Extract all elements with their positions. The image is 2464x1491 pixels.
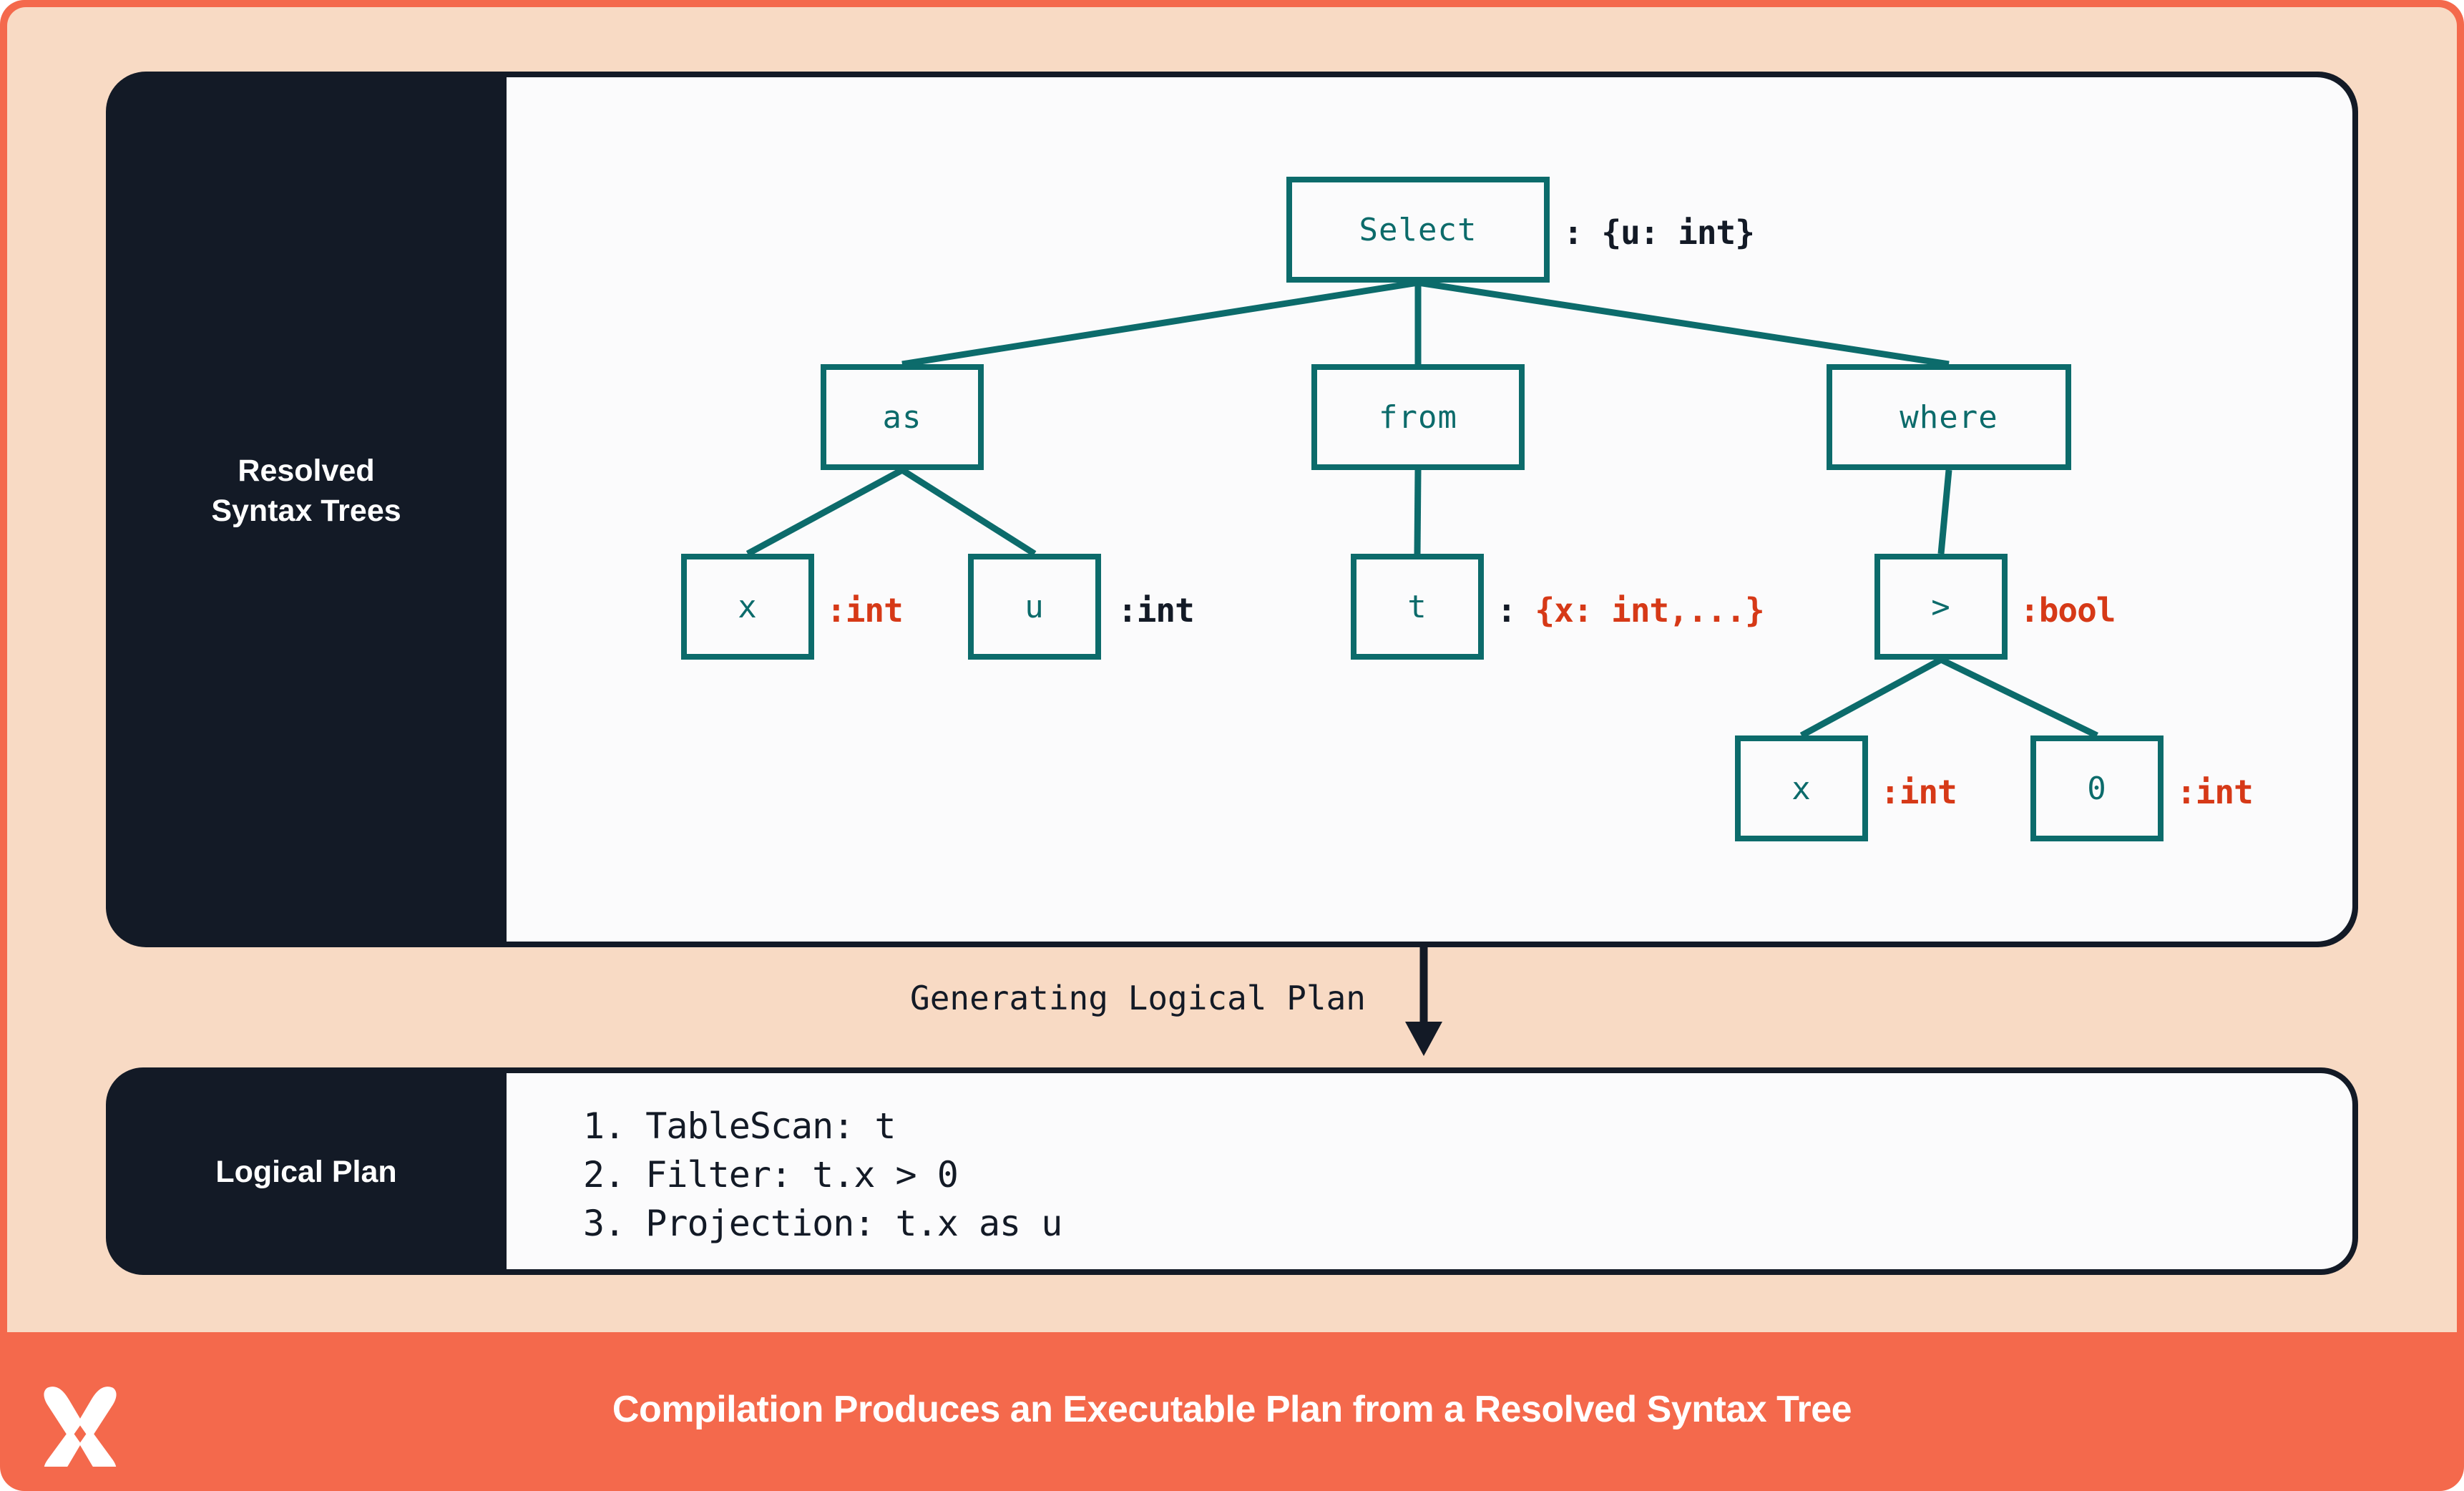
tree-node-from[interactable]: from (1311, 364, 1525, 470)
type-annotation-gt: :bool (2020, 591, 2116, 630)
tree-node-zero[interactable]: 0 (2030, 735, 2164, 841)
tree-node-where[interactable]: where (1827, 364, 2071, 470)
tree-node-select[interactable]: Select (1286, 177, 1550, 283)
type-annotation-x2: :int (1880, 773, 1957, 811)
tree-node-label: x (738, 588, 758, 625)
tree-edge (900, 467, 1037, 557)
tree-edge (745, 467, 904, 557)
footer-title: Compilation Produces an Executable Plan … (612, 1389, 1852, 1430)
tree-node-label: 0 (2087, 770, 2107, 807)
tree-edge (1414, 469, 1422, 554)
tree-node-x1[interactable]: x (681, 554, 814, 660)
tree-node-label: x (1791, 770, 1812, 807)
type-annotation-zero: :int (2176, 773, 2254, 811)
logical-plan-step: 2. Filter: t.x > 0 (583, 1154, 959, 1196)
tree-node-label: u (1025, 588, 1045, 625)
tree-edge (1417, 279, 1950, 368)
logical-plan-card (106, 1067, 2358, 1275)
tree-node-t[interactable]: t (1351, 554, 1484, 660)
brand-x-logo-icon (44, 1387, 117, 1467)
annotation-type: {x: int,...} (1535, 591, 1764, 630)
tree-node-gt[interactable]: > (1874, 554, 2008, 660)
type-annotation-x1: :int (826, 591, 904, 630)
down-arrow-icon (1405, 947, 1442, 1056)
tree-node-label: Select (1359, 211, 1477, 248)
tree-node-label: as (882, 399, 922, 436)
tree-node-label: t (1407, 588, 1427, 625)
tree-node-u[interactable]: u (968, 554, 1101, 660)
syntax-tree-label-line2: Syntax Trees (211, 494, 401, 528)
syntax-tree-label-line1: Resolved (238, 454, 375, 488)
tree-edge (901, 279, 1419, 368)
transition-caption: Generating Logical Plan (910, 979, 1366, 1017)
syntax-tree-card-label: Resolved Syntax Trees (106, 451, 507, 531)
logical-plan-steps: 1. TableScan: t 2. Filter: t.x > 0 3. Proj… (583, 1102, 1062, 1248)
type-annotation-u: :int (1118, 591, 1195, 630)
tree-edge (1799, 657, 1943, 738)
logical-plan-panel (507, 1073, 2352, 1269)
tree-edge (1940, 656, 2098, 739)
logical-plan-step: 1. TableScan: t (583, 1105, 896, 1147)
annotation-prefix: : (1497, 591, 1535, 630)
tree-node-as[interactable]: as (821, 364, 984, 470)
tree-node-label: where (1900, 399, 1998, 436)
type-annotation-select: : {u: int} (1563, 213, 1755, 252)
tree-node-label: > (1931, 588, 1951, 625)
logical-plan-label: Logical Plan (215, 1155, 397, 1189)
tree-node-x2[interactable]: x (1735, 735, 1868, 841)
tree-node-label: from (1379, 399, 1457, 436)
tree-edge (1937, 469, 1952, 554)
logical-plan-step: 3. Projection: t.x as u (583, 1203, 1062, 1244)
type-annotation-t: : {x: int,...} (1497, 591, 1765, 630)
logical-plan-card-label: Logical Plan (106, 1152, 507, 1192)
